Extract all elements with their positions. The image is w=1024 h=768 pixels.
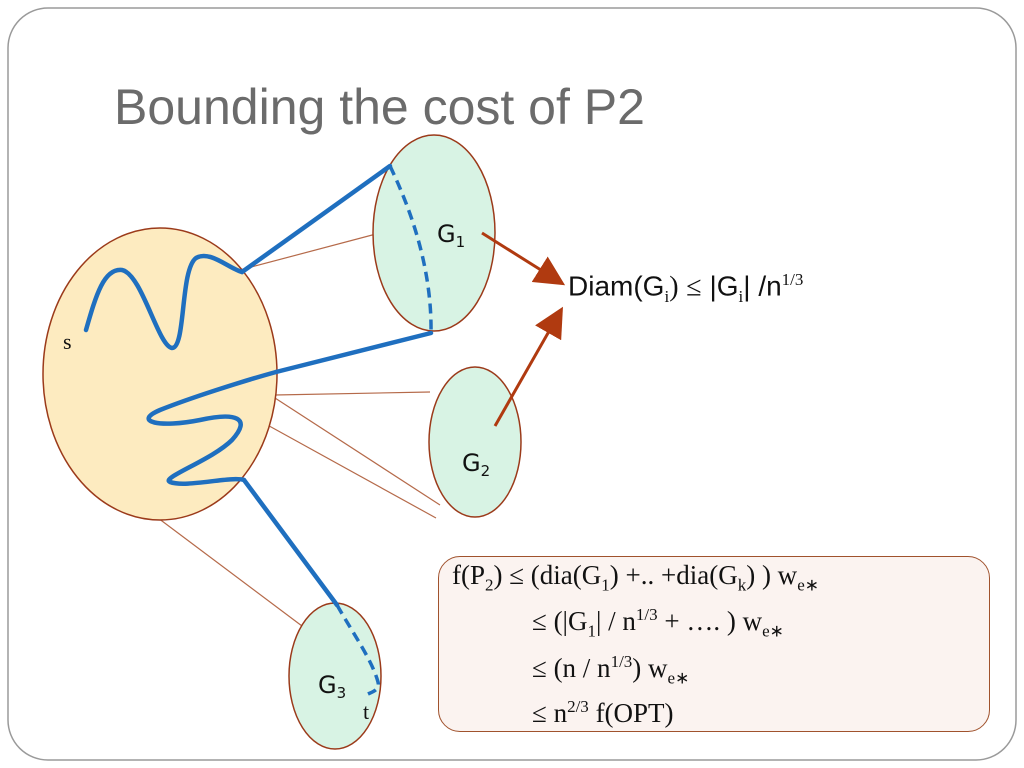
cluster-g2	[428, 366, 522, 518]
formula-line-4: ≤ n2/3 f(OPT)	[532, 697, 674, 728]
cluster-g3-label: G3	[318, 671, 346, 702]
formula-line-3: ≤ (n / n1/3) we∗	[532, 652, 690, 688]
cluster-g1	[372, 134, 496, 332]
node-t-label: t	[363, 699, 369, 724]
path-dashed	[335, 165, 433, 696]
path-p2	[83, 163, 434, 608]
formula-line-1: f(P2) ≤ (dia(G1) +.. +dia(Gk) ) we∗	[452, 560, 819, 595]
cluster-g2-label: G2	[462, 449, 490, 480]
slide-title: Bounding the cost of P2	[114, 79, 645, 135]
diameter-bound-label: Diam(Gi) ≤ |Gi| /n1/3	[568, 270, 804, 306]
connector-lines	[157, 233, 441, 627]
node-s-label: s	[63, 329, 72, 354]
formula-line-2: ≤ (|G1| / n1/3 + …. ) we∗	[532, 605, 784, 641]
cost-bound-box	[438, 556, 990, 732]
diameter-arrows	[481, 231, 566, 427]
cluster-g1-label: G1	[437, 220, 465, 251]
